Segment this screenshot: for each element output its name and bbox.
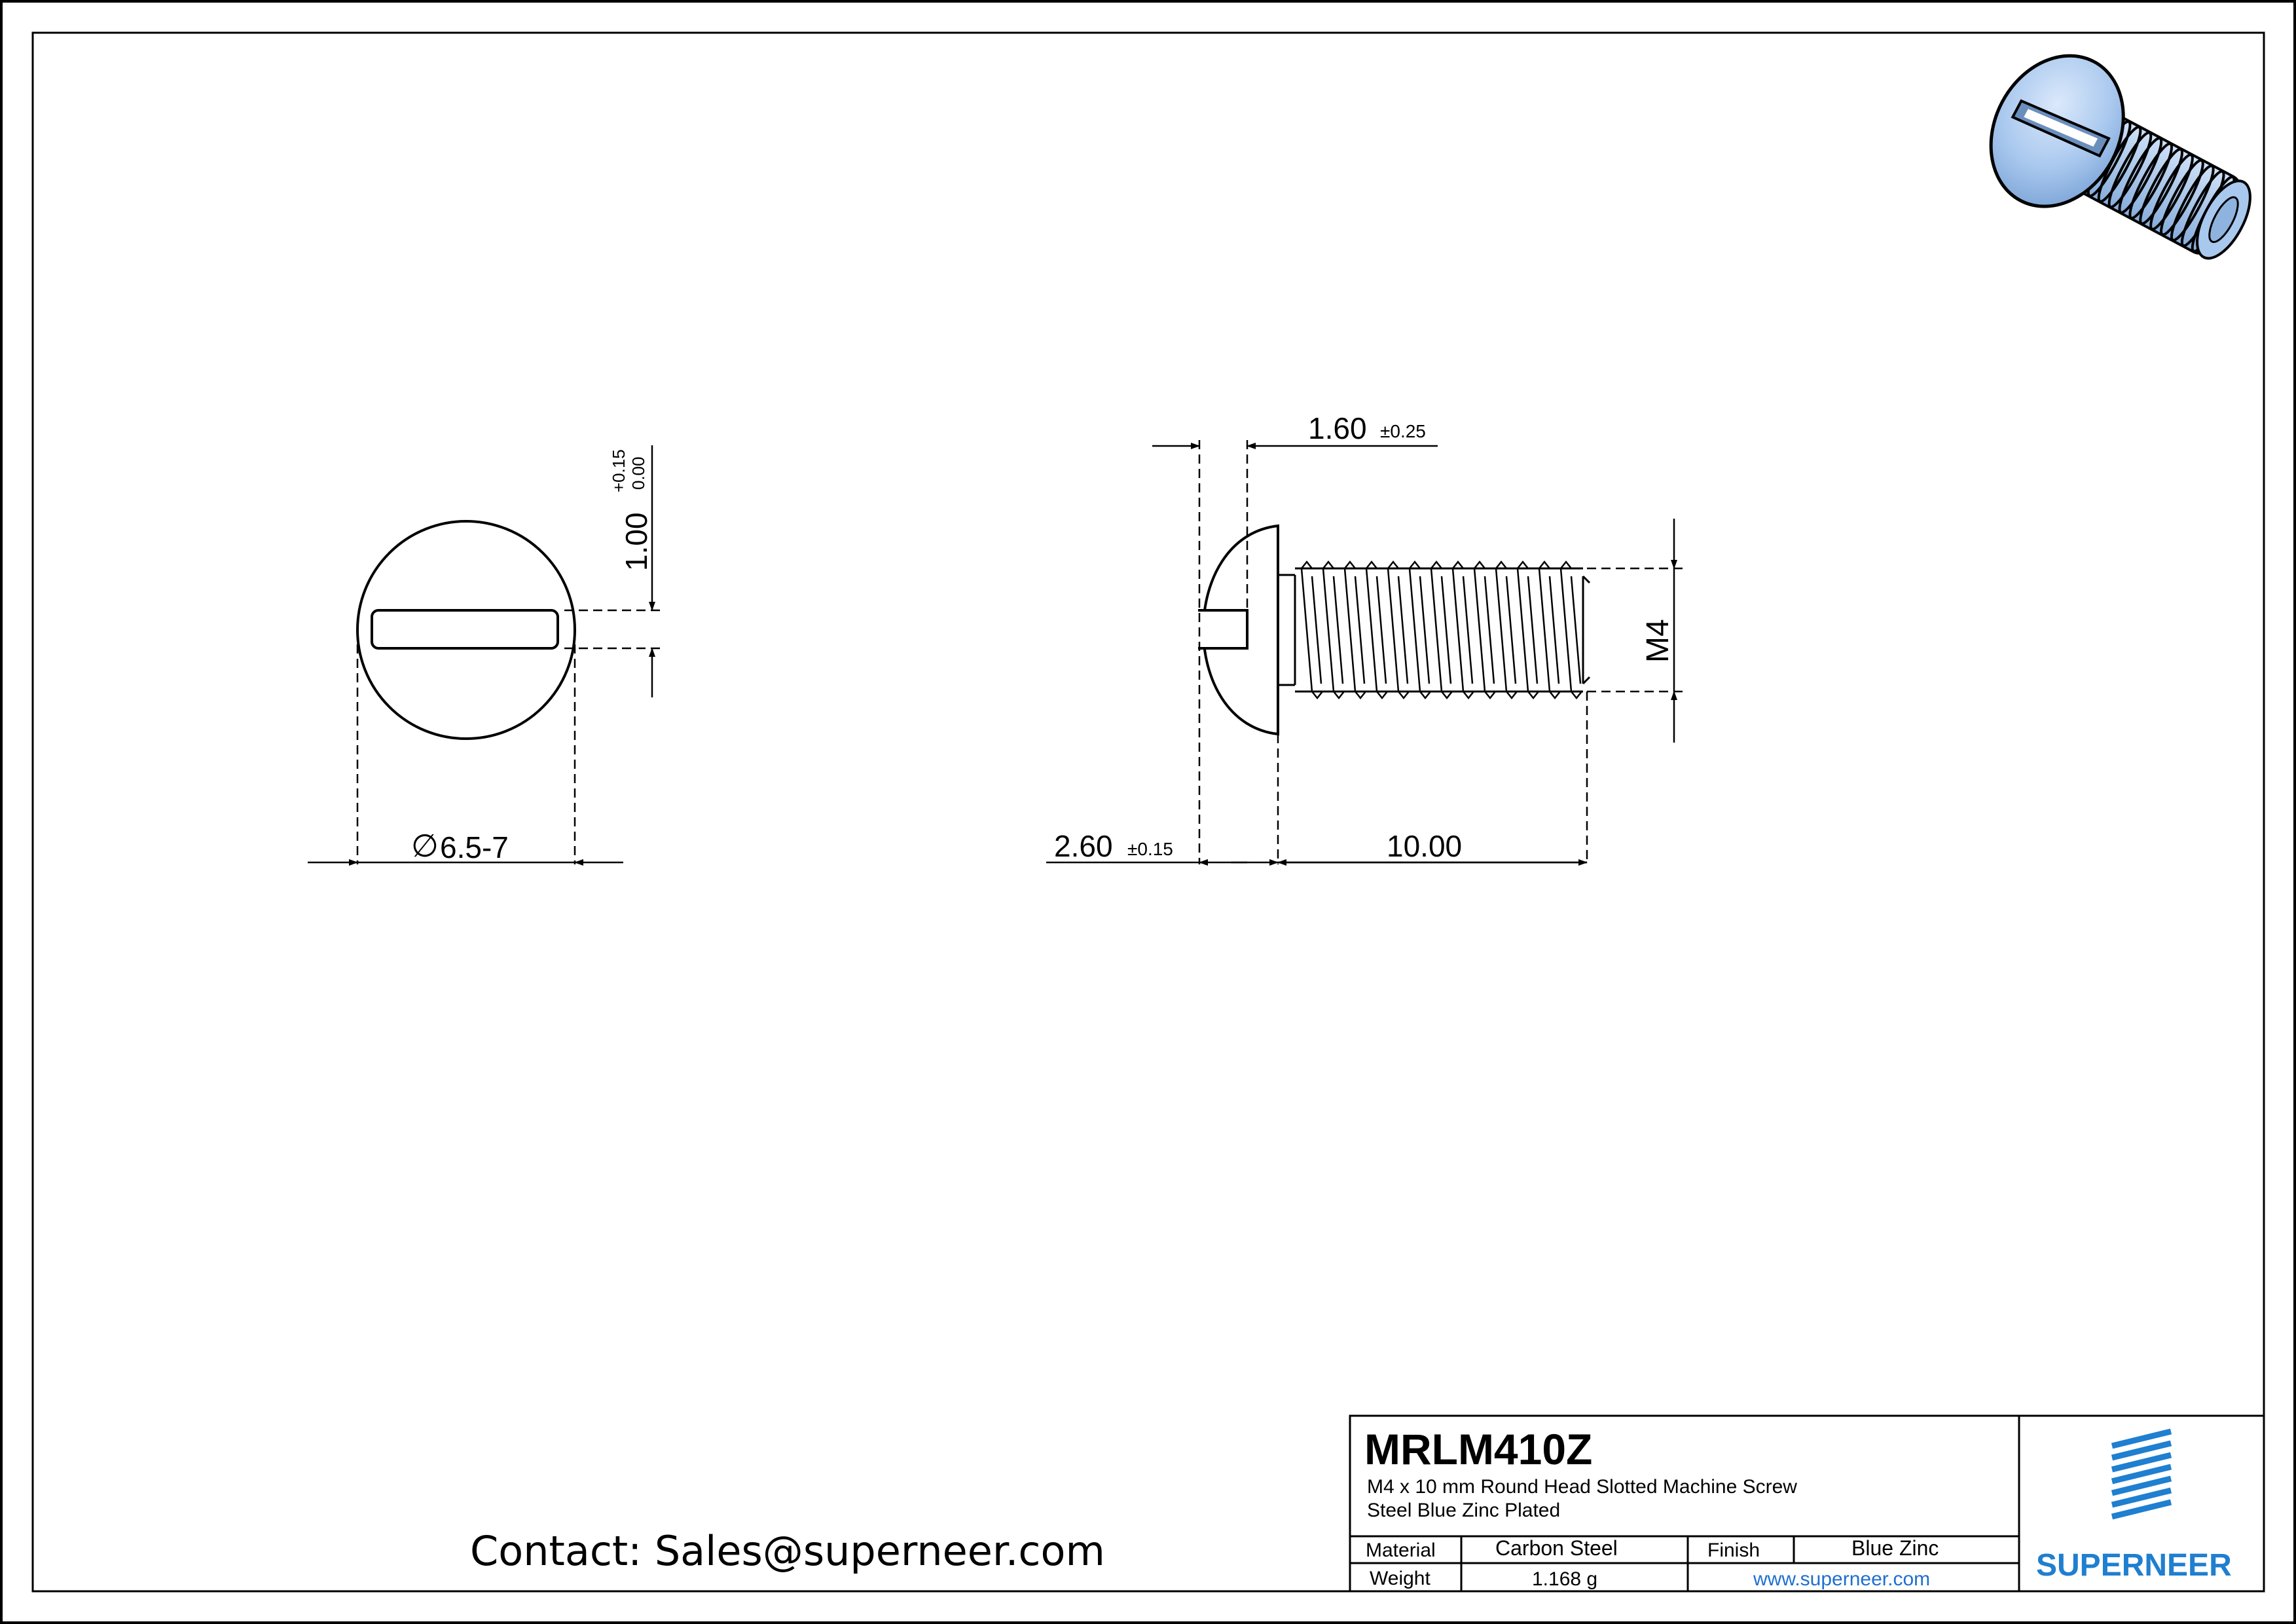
head-height-tol: ±0.15 (1127, 839, 1173, 859)
superneer-logo-icon (2111, 1428, 2172, 1520)
thread-tooth (1560, 560, 1582, 700)
thread-tooth (1344, 560, 1366, 700)
thread-tooth (1517, 560, 1539, 700)
side-view (1046, 440, 1685, 866)
thread-tooth (1452, 560, 1474, 700)
front-view (308, 445, 660, 866)
thread-root-line (1548, 576, 1560, 684)
thread-crest-line (1538, 568, 1551, 692)
slot-cut (1198, 609, 1248, 650)
thread-tooth (1474, 560, 1496, 700)
length-value: 10.00 (1387, 829, 1462, 863)
thread-crest-line (1300, 568, 1313, 692)
material-label: Material (1366, 1540, 1436, 1561)
contact-text: Contact: Sales@superneer.com (470, 1527, 1105, 1575)
slot-depth-value: 1.60 (1308, 411, 1367, 445)
title-block (1349, 1414, 2265, 1593)
slot-width-tol-upper: +0.15 (609, 449, 629, 492)
thread-crest-line (1559, 568, 1573, 692)
thread-crest-line (1473, 568, 1486, 692)
thread-crest-line (1408, 568, 1421, 692)
thread-tooth (1539, 560, 1561, 700)
head-height-value: 2.60 (1054, 829, 1113, 863)
slot-depth-tol: ±0.25 (1380, 421, 1426, 441)
thread-tooth (1495, 560, 1518, 700)
thread-tooth (1387, 560, 1410, 700)
render-thread-ring (2107, 131, 2153, 209)
description-line2: Steel Blue Zinc Plated (1367, 1500, 1560, 1521)
finish-value: Blue Zinc (1851, 1536, 1939, 1560)
thread-tooth (1322, 560, 1345, 700)
thread-crest-line (1387, 568, 1400, 692)
render-thread-ring (2160, 158, 2204, 236)
brand-wordmark: SUPERNEER (2036, 1548, 2232, 1583)
thread-root-line (1570, 576, 1582, 684)
thread-root-line (1462, 576, 1474, 684)
render-thread-ring (2118, 136, 2163, 214)
thread-crest-line (1495, 568, 1508, 692)
slot-width-tol-lower: 0.00 (629, 456, 648, 490)
thread-root-line (1311, 576, 1322, 684)
website-link[interactable]: www.superneer.com (1753, 1568, 1930, 1590)
finish-label: Finish (1707, 1540, 1760, 1561)
threaded-shank (1278, 567, 1591, 693)
thread-root-line (1527, 576, 1539, 684)
render-thread-ring (2170, 164, 2215, 242)
thread-lines (1300, 560, 1582, 700)
thread-crest-line (1365, 568, 1378, 692)
slot-outline (371, 609, 559, 650)
thread-crest-line (1516, 568, 1529, 692)
part-number: MRLM410Z (1364, 1425, 1592, 1473)
thread-root-line (1397, 576, 1409, 684)
thread-crest-line (1343, 568, 1357, 692)
material-value: Carbon Steel (1495, 1536, 1618, 1560)
render-thread-ring (2128, 142, 2174, 220)
description-line1: M4 x 10 mm Round Head Slotted Machine Sc… (1367, 1476, 1797, 1498)
screw-head-outline (356, 520, 576, 740)
thread-tooth (1430, 560, 1453, 700)
weight-label: Weight (1370, 1568, 1430, 1589)
screw-3d-render (1989, 54, 2251, 260)
thread-crest-line (1451, 568, 1465, 692)
thread-crest-line (1430, 568, 1443, 692)
thread-root-line (1376, 576, 1387, 684)
thread-tooth (1409, 560, 1431, 700)
thread-root-line (1419, 576, 1430, 684)
thread-tooth (1301, 560, 1323, 700)
thread-tooth (1366, 560, 1388, 700)
diameter-symbol: ∅ (411, 829, 439, 864)
thread-crest-line (1322, 568, 1335, 692)
thread-root-line (1440, 576, 1452, 684)
thread-root-line (1354, 576, 1366, 684)
render-thread-ring (2139, 147, 2183, 225)
thread-label: M4 (1641, 619, 1675, 663)
slot-width-dim: 1.00 +0.15 0.00 (609, 449, 653, 571)
diameter-value: 6.5-7 (440, 830, 509, 864)
thread-root-line (1484, 576, 1495, 684)
slot-width-value: 1.00 (619, 512, 653, 571)
weight-value: 1.168 g (1532, 1568, 1597, 1590)
thread-root-line (1505, 576, 1517, 684)
render-thread-ring (2149, 153, 2194, 231)
thread-root-line (1332, 576, 1344, 684)
